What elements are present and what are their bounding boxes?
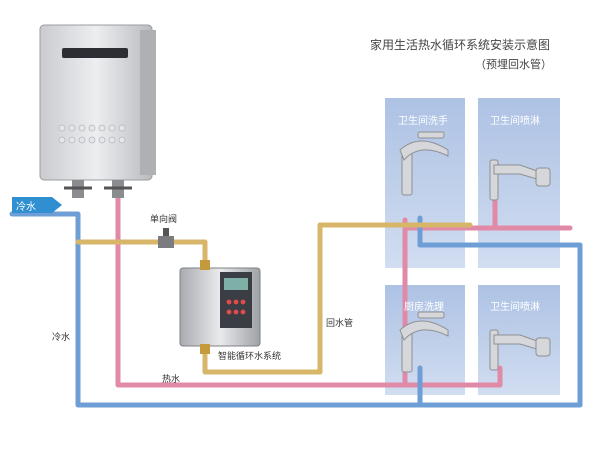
hot-pipe-branch-lower [409, 365, 503, 388]
controller-buttons [226, 299, 246, 315]
diagram-subtitle: （预埋回水管） [475, 58, 552, 71]
cold-pipe-up-right [417, 242, 583, 408]
circulation-system-label: 智能循环水系统 [218, 352, 282, 362]
heater-valves [64, 180, 132, 198]
heater-vent-holes [58, 124, 126, 144]
wall-bath-sink [385, 98, 465, 268]
room-label-bath-shower-bottom: 卫生间喷淋 [490, 302, 540, 313]
controller-lcd [224, 278, 248, 290]
room-label-bath-shower-top: 卫生间喷淋 [490, 116, 540, 127]
sink-faucet-bottom [399, 311, 449, 373]
wall-kitchen-sink [385, 285, 465, 395]
controller-outlet [200, 344, 210, 354]
room-label-bath-sink: 卫生间洗手 [398, 116, 448, 127]
room-label-kitchen-sink: 厨房洗理 [404, 302, 444, 313]
heater-side [140, 30, 156, 175]
sink-faucet-top [399, 131, 449, 196]
return-pipe-vertical [317, 222, 403, 375]
cold-pipe-inlet [9, 211, 81, 243]
water-heater [39, 24, 156, 198]
cold-pipe-down [75, 237, 583, 408]
cold-water-tag-label: 冷水 [16, 202, 36, 213]
check-valve-label: 单向阀 [150, 215, 178, 225]
hot-pipe-main [115, 187, 415, 388]
controller-inlet [200, 260, 210, 270]
diagram-title: 家用生活热水循环系统安装示意图 [370, 38, 551, 52]
shower-head-bottom [489, 329, 551, 371]
check-valve [158, 228, 174, 248]
hot-water-label: 热水 [162, 375, 181, 385]
cold-water-pipe-label: 冷水 [52, 333, 71, 343]
cold-pipes [9, 211, 583, 408]
return-pipe-top [75, 239, 208, 271]
return-pipe-label: 回水管 [326, 319, 354, 329]
circulation-controller [179, 260, 261, 354]
heater-display [62, 48, 128, 58]
shower-head-top [489, 159, 551, 201]
cold-water-tag [12, 197, 62, 213]
